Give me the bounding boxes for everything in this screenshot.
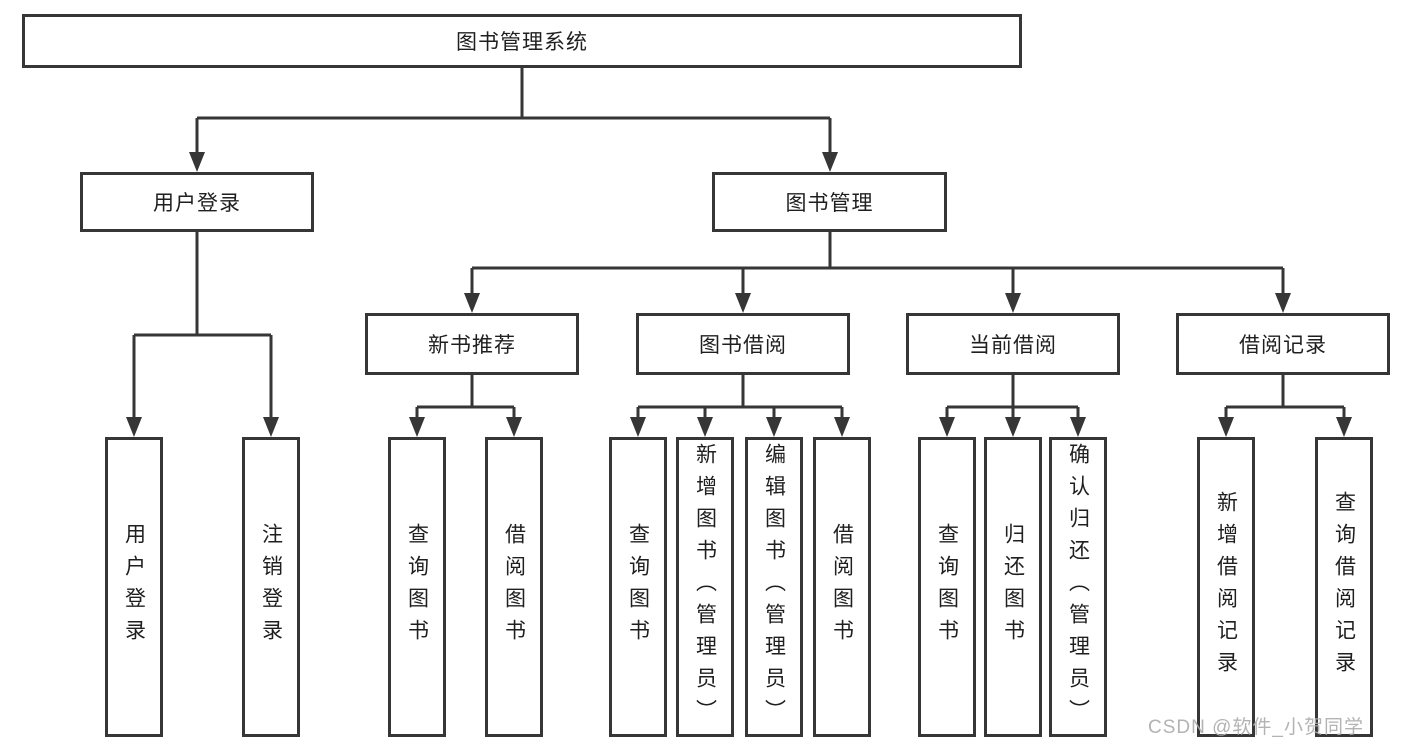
- node-leaf-query-books-borrow: 查询图书: [609, 437, 667, 737]
- node-leaf-user-login: 用户登录: [105, 437, 163, 737]
- arrow-down-icon: [506, 417, 522, 437]
- node-label: 注销登录: [259, 523, 283, 651]
- node-user-login: 用户登录: [80, 172, 314, 232]
- arrow-down-icon: [939, 417, 955, 437]
- node-label: 查询图书: [405, 523, 429, 651]
- node-book-borrowing: 图书借阅: [636, 313, 850, 375]
- node-label: 查询图书: [935, 523, 959, 651]
- node-leaf-query-borrow-record: 查询借阅记录: [1315, 437, 1373, 737]
- arrow-down-icon: [697, 417, 713, 437]
- node-leaf-borrow-books-recommend: 借阅图书: [485, 437, 543, 737]
- arrow-down-icon: [834, 417, 850, 437]
- watermark: CSDN @软件_小贺同学: [1148, 717, 1364, 738]
- arrow-down-icon: [1070, 417, 1086, 437]
- node-leaf-borrow-books: 借阅图书: [813, 437, 871, 737]
- node-label: 新增借阅记录: [1214, 491, 1238, 683]
- node-library-management-system: 图书管理系统: [22, 14, 1022, 68]
- node-leaf-add-book-admin: 新增图书（管理员）: [676, 437, 734, 737]
- node-label: 借阅图书: [830, 523, 854, 651]
- node-leaf-edit-book-admin: 编辑图书（管理员）: [745, 437, 803, 737]
- node-leaf-return-books: 归还图书: [984, 437, 1042, 737]
- arrow-down-icon: [464, 293, 480, 313]
- node-label: 用户登录: [122, 523, 146, 651]
- arrow-down-icon: [735, 293, 751, 313]
- node-new-book-recommend: 新书推荐: [365, 313, 579, 375]
- arrow-down-icon: [189, 152, 205, 172]
- node-label: 确认归还（管理员）: [1066, 443, 1090, 731]
- arrow-down-icon: [1275, 293, 1291, 313]
- node-leaf-logout: 注销登录: [242, 437, 300, 737]
- node-leaf-confirm-return-admin: 确认归还（管理员）: [1049, 437, 1107, 737]
- node-current-borrowing: 当前借阅: [906, 313, 1120, 375]
- arrow-down-icon: [630, 417, 646, 437]
- node-leaf-add-borrow-record: 新增借阅记录: [1197, 437, 1255, 737]
- node-label: 借阅图书: [502, 523, 526, 651]
- node-label: 新增图书（管理员）: [693, 443, 717, 731]
- node-label: 归还图书: [1001, 523, 1025, 651]
- node-book-management: 图书管理: [712, 172, 947, 232]
- arrow-down-icon: [1336, 417, 1352, 437]
- node-leaf-query-books-recommend: 查询图书: [388, 437, 446, 737]
- arrow-down-icon: [1005, 293, 1021, 313]
- arrow-down-icon: [1218, 417, 1234, 437]
- arrow-down-icon: [126, 417, 142, 437]
- node-label: 查询借阅记录: [1332, 491, 1356, 683]
- node-leaf-query-books-current: 查询图书: [918, 437, 976, 737]
- node-borrowing-records: 借阅记录: [1176, 313, 1390, 375]
- arrow-down-icon: [409, 417, 425, 437]
- arrow-down-icon: [263, 417, 279, 437]
- node-label: 编辑图书（管理员）: [762, 443, 786, 731]
- arrow-down-icon: [822, 152, 838, 172]
- node-label: 查询图书: [626, 523, 650, 651]
- arrow-down-icon: [766, 417, 782, 437]
- arrow-down-icon: [1005, 417, 1021, 437]
